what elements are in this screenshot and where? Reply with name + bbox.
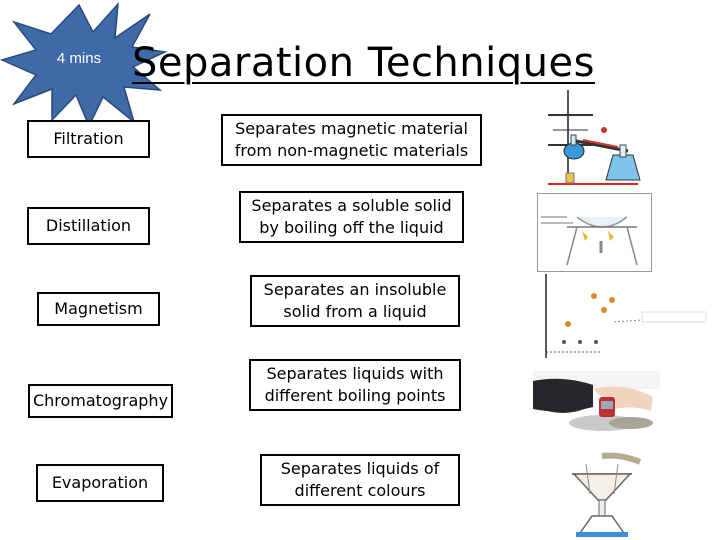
description-text: Separates liquids with different boiling… bbox=[264, 364, 446, 405]
description-text: Separates magnetic material from non-mag… bbox=[234, 119, 469, 160]
description-magnetic[interactable]: Separates magnetic material from non-mag… bbox=[221, 114, 482, 166]
technique-magnetism[interactable]: Magnetism bbox=[37, 292, 160, 326]
timer-badge-label: 4 mins bbox=[56, 50, 102, 67]
technique-label: Filtration bbox=[53, 129, 124, 148]
technique-filtration[interactable]: Filtration bbox=[27, 120, 150, 158]
description-colours[interactable]: Separates liquids of different colours bbox=[260, 454, 460, 506]
chromatography-paper-image bbox=[545, 274, 707, 358]
page-title: Separation Techniques bbox=[132, 40, 595, 86]
description-boiling-points[interactable]: Separates liquids with different boiling… bbox=[249, 359, 461, 411]
technique-distillation[interactable]: Distillation bbox=[27, 207, 150, 245]
evaporation-apparatus-image bbox=[541, 216, 638, 266]
description-text: Separates liquids of different colours bbox=[280, 459, 440, 500]
description-insoluble[interactable]: Separates an insoluble solid from a liqu… bbox=[250, 275, 460, 327]
technique-label: Chromatography bbox=[32, 391, 169, 410]
technique-chromatography[interactable]: Chromatography bbox=[28, 384, 173, 418]
description-text: Separates an insoluble solid from a liqu… bbox=[263, 280, 447, 321]
technique-label: Distillation bbox=[45, 216, 132, 235]
description-text: Separates a soluble solid by boiling off… bbox=[251, 196, 452, 237]
technique-evaporation[interactable]: Evaporation bbox=[36, 464, 164, 502]
magnet-iron-filings-image bbox=[533, 371, 660, 433]
description-soluble[interactable]: Separates a soluble solid by boiling off… bbox=[239, 191, 464, 243]
technique-label: Evaporation bbox=[51, 473, 149, 492]
evaporation-image-frame bbox=[537, 193, 652, 272]
distillation-apparatus-image bbox=[548, 90, 641, 185]
technique-label: Magnetism bbox=[54, 299, 143, 318]
filtration-funnel-image bbox=[572, 452, 642, 537]
starburst-badge bbox=[0, 1, 168, 128]
